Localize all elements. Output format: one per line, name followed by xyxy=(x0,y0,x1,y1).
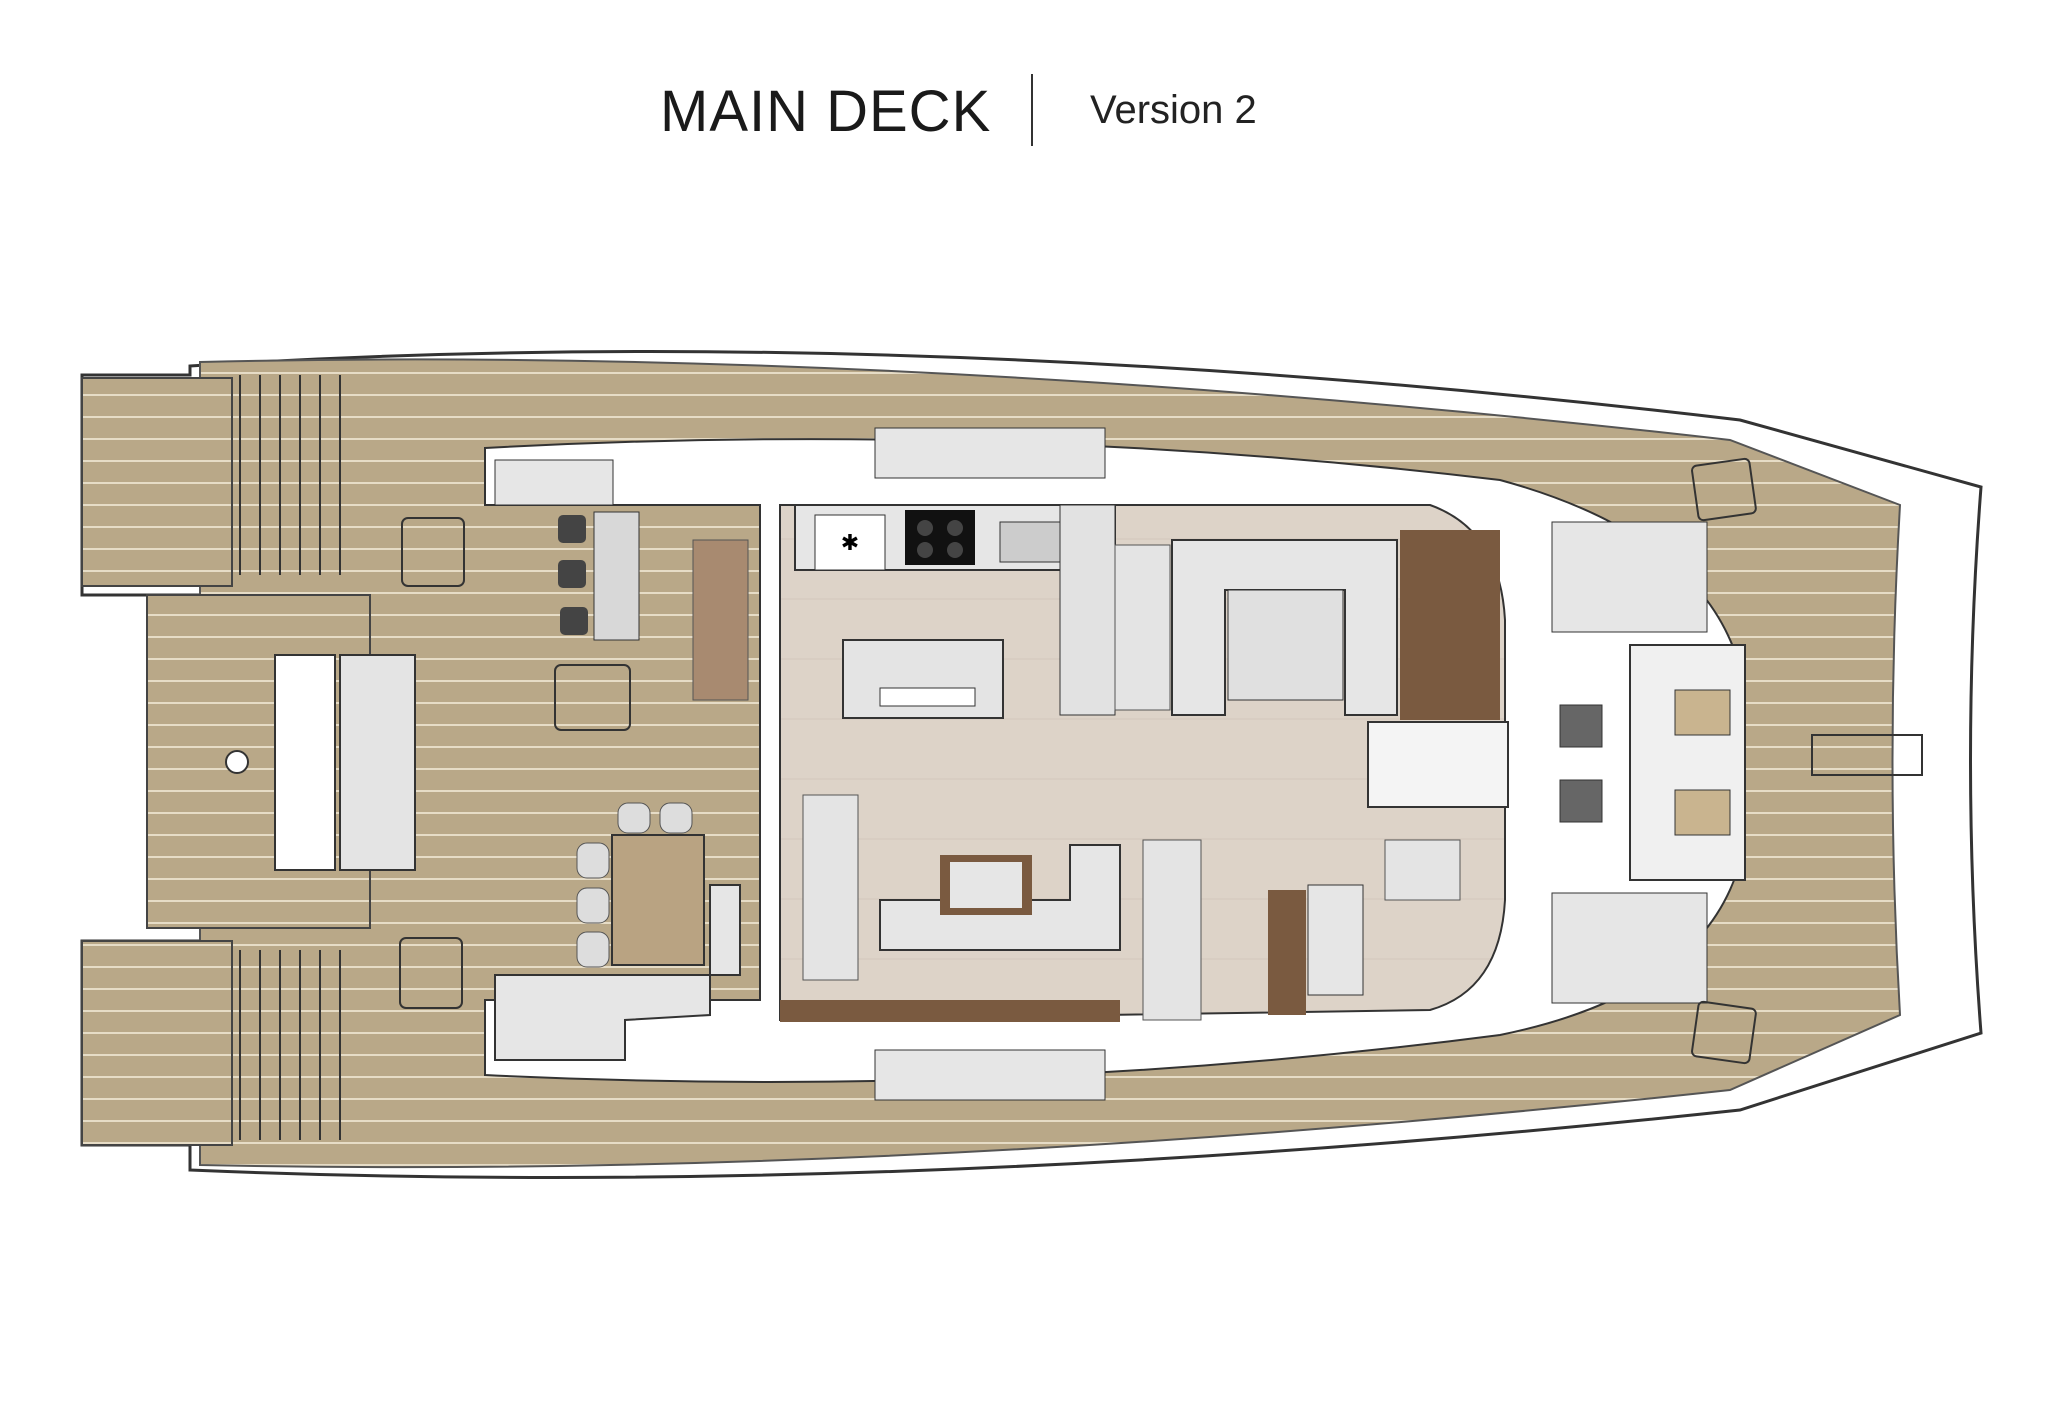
hatch-aft-mid xyxy=(554,664,631,731)
fridge xyxy=(814,514,886,571)
bar-stool xyxy=(558,560,586,588)
dining-table xyxy=(611,834,705,966)
helm-console xyxy=(1367,721,1509,808)
saloon-coffee-table-top xyxy=(950,862,1022,908)
bow-hatch-starboard xyxy=(1691,1000,1757,1065)
hatch-icon xyxy=(225,750,249,774)
bar-counter xyxy=(593,511,640,641)
hatch-aft-starboard xyxy=(399,937,463,1009)
anchor-locker xyxy=(1811,734,1923,776)
side-bench-port xyxy=(874,427,1106,479)
island-sink xyxy=(879,687,976,707)
saloon-wood-floor xyxy=(1400,530,1500,720)
aft-steps-starboard xyxy=(239,950,341,1140)
forward-sunpad-starboard xyxy=(1551,892,1708,1004)
forward-lounge xyxy=(1629,644,1746,881)
hatch-aft-port xyxy=(401,517,465,587)
stairs-forward-port xyxy=(1114,544,1171,711)
sideboard xyxy=(1268,890,1306,1015)
stairs-forward-starboard xyxy=(1384,839,1461,901)
side-sofa xyxy=(1307,884,1364,996)
version-label: Version 2 xyxy=(1090,88,1257,132)
aft-platform xyxy=(146,594,371,929)
stairs-aft xyxy=(692,539,749,701)
dining-chairs xyxy=(576,802,693,968)
galley-side-counter xyxy=(1059,504,1116,716)
aft-side-seat xyxy=(494,459,614,506)
aft-steps-port xyxy=(239,375,341,575)
title-divider xyxy=(1031,74,1033,146)
aft-sunpad-cushion xyxy=(339,654,416,871)
stairs-saloon-starboard xyxy=(1142,839,1202,1021)
forward-sunpad-port xyxy=(1551,521,1708,633)
bar-stool xyxy=(558,515,586,543)
page-title: MAIN DECK xyxy=(660,79,992,144)
forward-table xyxy=(1674,789,1731,836)
saloon-wood-floor-aft xyxy=(780,1000,1120,1022)
aft-lounge-sofa xyxy=(494,884,741,1061)
forward-hatch xyxy=(1559,779,1603,823)
swim-platform-starboard xyxy=(81,940,233,1146)
aft-sunpad xyxy=(274,654,336,871)
forward-coffee-table xyxy=(1227,589,1344,701)
side-bench-starboard xyxy=(874,1049,1106,1101)
cooktop xyxy=(905,510,975,565)
lounge-sofa xyxy=(879,844,1121,951)
fridge-symbol: ✱ xyxy=(841,530,859,555)
forward-sofa xyxy=(1171,539,1398,716)
forward-table xyxy=(1674,689,1731,736)
forward-hatch xyxy=(1559,704,1603,748)
bar-stool xyxy=(560,607,588,635)
bow-hatch-port xyxy=(1691,457,1757,522)
swim-platform-port xyxy=(81,377,233,587)
stairs-saloon-port xyxy=(802,794,859,981)
sink xyxy=(999,521,1061,563)
